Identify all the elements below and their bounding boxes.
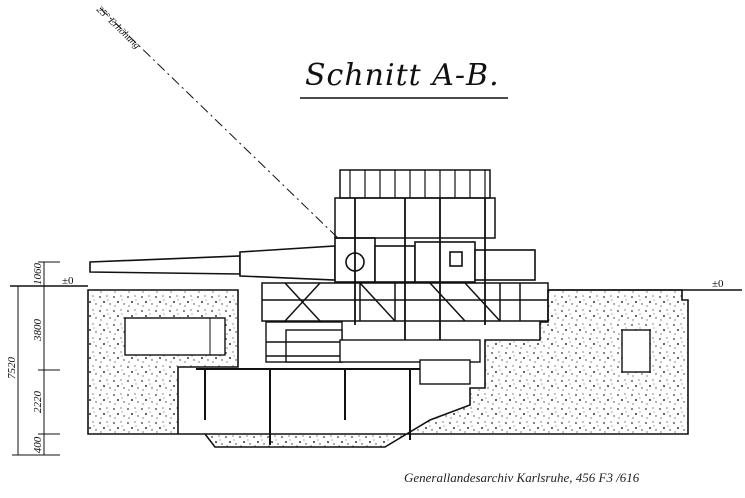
dim-d1: 1060 (32, 263, 44, 286)
gun-barrel (89, 237, 536, 283)
dim-d4: 400 (32, 436, 44, 453)
dim-d2: 3800 (32, 319, 44, 343)
dim-total: 7520 (6, 357, 18, 380)
title-underline (300, 97, 508, 99)
dim-d3: 2220 (32, 391, 44, 414)
gun-mount (265, 321, 481, 385)
drawing-title: Schnitt A-B. (305, 58, 500, 93)
annotation-elevation: 25° Erhöhung (94, 4, 142, 51)
elevation-left: ±0 (62, 275, 74, 287)
elevation-right: ±0 (712, 278, 724, 290)
dimension-chain (12, 261, 60, 456)
archive-caption: Generallandesarchiv Karlsruhe, 456 F3 /6… (404, 470, 640, 485)
gun-shield (334, 169, 496, 239)
room-right (621, 329, 651, 373)
concrete-foundation (87, 289, 689, 448)
elevation-line (99, 7, 341, 241)
room-left (124, 317, 226, 356)
pile-group (204, 370, 411, 445)
